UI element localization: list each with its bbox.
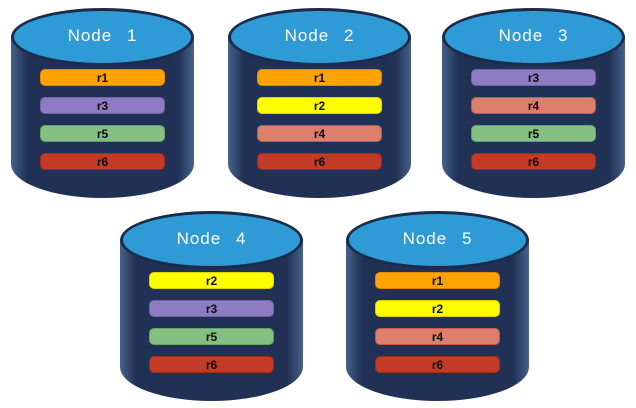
replica-label: r4	[527, 98, 540, 113]
replica-list: r1 r2 r4 r6	[228, 69, 411, 170]
replica-label: r3	[205, 301, 218, 316]
database-node: Node 3 r3 r4 r5 r6	[442, 8, 625, 198]
database-node: Node 1 r1 r3 r5 r6	[11, 8, 194, 198]
replica-label: r6	[205, 357, 218, 372]
replica-list: r1 r3 r5 r6	[11, 69, 194, 170]
cylinder-top-ellipse: Node 4	[120, 211, 303, 269]
replica-bar: r2	[375, 300, 500, 317]
replica-label: r3	[527, 70, 540, 85]
replica-label: r4	[313, 126, 326, 141]
cylinder-top-ellipse: Node 3	[442, 8, 625, 66]
replica-label: r5	[527, 126, 540, 141]
node-title: Node 4	[176, 229, 247, 248]
replica-bar: r6	[40, 153, 165, 170]
node-title: Node 5	[402, 229, 473, 248]
cylinder-top-ellipse: Node 5	[346, 211, 529, 269]
replica-label: r2	[205, 273, 218, 288]
replica-bar: r1	[257, 69, 382, 86]
replica-label: r1	[431, 273, 444, 288]
replica-bar: r6	[471, 153, 596, 170]
replica-bar: r6	[149, 356, 274, 373]
replica-label: r5	[205, 329, 218, 344]
database-node: Node 4 r2 r3 r5 r6	[120, 211, 303, 401]
replica-label: r1	[313, 70, 326, 85]
replica-list: r3 r4 r5 r6	[442, 69, 625, 170]
replica-list: r1 r2 r4 r6	[346, 272, 529, 373]
replica-label: r4	[431, 329, 444, 344]
node-title: Node 3	[498, 26, 569, 45]
node-title: Node 1	[67, 26, 138, 45]
replica-bar: r6	[257, 153, 382, 170]
replica-bar: r2	[149, 272, 274, 289]
replica-bar: r3	[149, 300, 274, 317]
replica-bar: r3	[40, 97, 165, 114]
replica-bar: r6	[375, 356, 500, 373]
replica-label: r5	[96, 126, 109, 141]
database-node: Node 2 r1 r2 r4 r6	[228, 8, 411, 198]
replica-bar: r5	[471, 125, 596, 142]
replica-bar: r1	[375, 272, 500, 289]
replica-bar: r1	[40, 69, 165, 86]
replica-label: r6	[313, 154, 326, 169]
cylinder-top-ellipse: Node 2	[228, 8, 411, 66]
replica-label: r6	[96, 154, 109, 169]
replica-bar: r4	[257, 125, 382, 142]
replica-bar: r2	[257, 97, 382, 114]
replica-label: r3	[96, 98, 109, 113]
replica-label: r1	[96, 70, 109, 85]
replica-bar: r5	[40, 125, 165, 142]
replica-label: r2	[313, 98, 326, 113]
database-node: Node 5 r1 r2 r4 r6	[346, 211, 529, 401]
cylinder-top-ellipse: Node 1	[11, 8, 194, 66]
replica-label: r6	[431, 357, 444, 372]
replica-list: r2 r3 r5 r6	[120, 272, 303, 373]
replica-bar: r3	[471, 69, 596, 86]
replica-label: r6	[527, 154, 540, 169]
replica-label: r2	[431, 301, 444, 316]
replica-bar: r4	[375, 328, 500, 345]
replica-bar: r4	[471, 97, 596, 114]
node-title: Node 2	[284, 26, 355, 45]
replica-bar: r5	[149, 328, 274, 345]
